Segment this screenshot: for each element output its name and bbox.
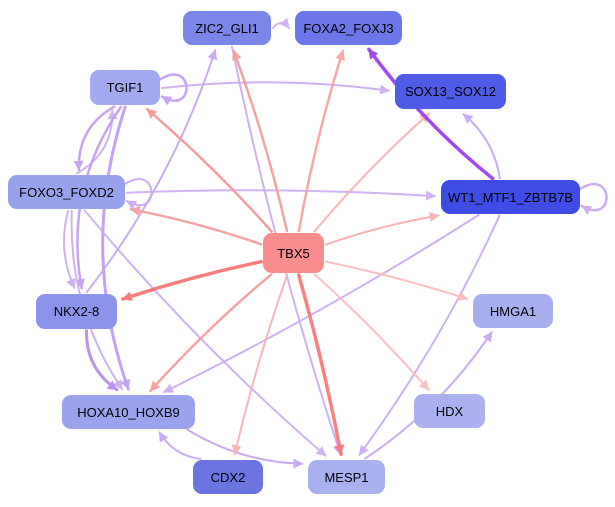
node-label: TGIF1 xyxy=(106,80,144,95)
edge-TBX5-ZIC2_GLI1 xyxy=(232,49,289,233)
node-label: HOXA10_HOXB9 xyxy=(77,404,180,420)
edge-TBX5-FOXO3_FOXD2 xyxy=(129,206,263,246)
edge-TBX5-SOX13_SOX12 xyxy=(313,112,431,233)
node-label: MESP1 xyxy=(324,469,369,485)
node-label: NKX2-8 xyxy=(53,304,100,319)
node-label: TBX5 xyxy=(277,245,310,261)
edge-HOXA10_HOXB9-MESP1 xyxy=(186,428,304,469)
node-label: HDX xyxy=(435,403,464,419)
node-label: CDX2 xyxy=(210,469,246,485)
edge-NKX2-8-HOXA10_HOXB9 xyxy=(84,329,119,392)
edge-NKX2-8-ZIC2_GLI1 xyxy=(85,49,218,294)
node-TBX5[interactable]: TBX5 xyxy=(263,233,324,273)
edge-TGIF1-HOXA10_HOXB9 xyxy=(101,105,131,391)
edge-TBX5-NKX2-8 xyxy=(121,259,263,301)
edge-CDX2-HOXA10_HOXB9 xyxy=(158,431,202,460)
node-ZIC2_GLI1[interactable]: ZIC2_GLI1 xyxy=(183,11,271,45)
node-label: FOXO3_FOXD2 xyxy=(19,184,114,200)
edge-WT1_MTF1_ZBTB7B-HOXA10_HOXB9 xyxy=(162,214,480,394)
edge-TBX5-TGIF1 xyxy=(145,107,273,233)
node-label: SOX13_SOX12 xyxy=(404,84,497,99)
node-label: ZIC2_GLI1 xyxy=(195,20,259,36)
edge-WT1_MTF1_ZBTB7B-WT1_MTF1_ZBTB7B xyxy=(578,182,608,215)
edge-TGIF1-SOX13_SOX12 xyxy=(161,81,390,95)
node-MESP1[interactable]: MESP1 xyxy=(308,460,385,494)
node-label: WT1_MTF1_ZBTB7B xyxy=(448,189,573,205)
edge-WT1_MTF1_ZBTB7B-MESP1 xyxy=(358,214,501,456)
edge-FOXO3_FOXD2-TGIF1 xyxy=(76,109,118,175)
edge-FOXO3_FOXD2-FOXO3_FOXD2 xyxy=(124,178,153,210)
edge-TBX5-WT1_MTF1_ZBTB7B xyxy=(324,212,440,246)
edge-WT1_MTF1_ZBTB7B-FOXA2_FOXJ3 xyxy=(367,47,495,181)
node-WT1_MTF1_ZBTB7B[interactable]: WT1_MTF1_ZBTB7B xyxy=(441,180,580,214)
node-FOXO3_FOXD2[interactable]: FOXO3_FOXD2 xyxy=(8,175,125,209)
edge-TBX5-HMGA1 xyxy=(324,260,469,301)
node-FOXA2_FOXJ3[interactable]: FOXA2_FOXJ3 xyxy=(295,11,402,45)
edge-FOXO3_FOXD2-NKX2-8 xyxy=(63,210,76,289)
edge-TBX5-MESP1 xyxy=(296,273,345,456)
edge-TBX5-CDX2 xyxy=(231,273,289,456)
node-CDX2[interactable]: CDX2 xyxy=(193,460,263,494)
edge-ZIC2_GLI1-FOXA2_FOXJ3 xyxy=(272,17,290,29)
edge-TBX5-HOXA10_HOXB9 xyxy=(149,273,273,393)
node-label: FOXA2_FOXJ3 xyxy=(303,20,394,36)
node-HDX[interactable]: HDX xyxy=(414,394,485,428)
edge-TBX5-HDX xyxy=(313,273,430,391)
node-SOX13_SOX12[interactable]: SOX13_SOX12 xyxy=(395,74,506,109)
node-HMGA1[interactable]: HMGA1 xyxy=(473,294,553,328)
node-HOXA10_HOXB9[interactable]: HOXA10_HOXB9 xyxy=(62,395,195,429)
edge-TGIF1-TGIF1 xyxy=(158,73,188,106)
edge-WT1_MTF1_ZBTB7B-SOX13_SOX12 xyxy=(462,113,501,180)
edge-FOXO3_FOXD2-WT1_MTF1_ZBTB7B xyxy=(126,189,436,201)
node-NKX2-8[interactable]: NKX2-8 xyxy=(36,294,117,329)
edge-TBX5-FOXA2_FOXJ3 xyxy=(297,49,345,233)
node-TGIF1[interactable]: TGIF1 xyxy=(90,70,160,105)
node-label: HMGA1 xyxy=(489,303,537,319)
